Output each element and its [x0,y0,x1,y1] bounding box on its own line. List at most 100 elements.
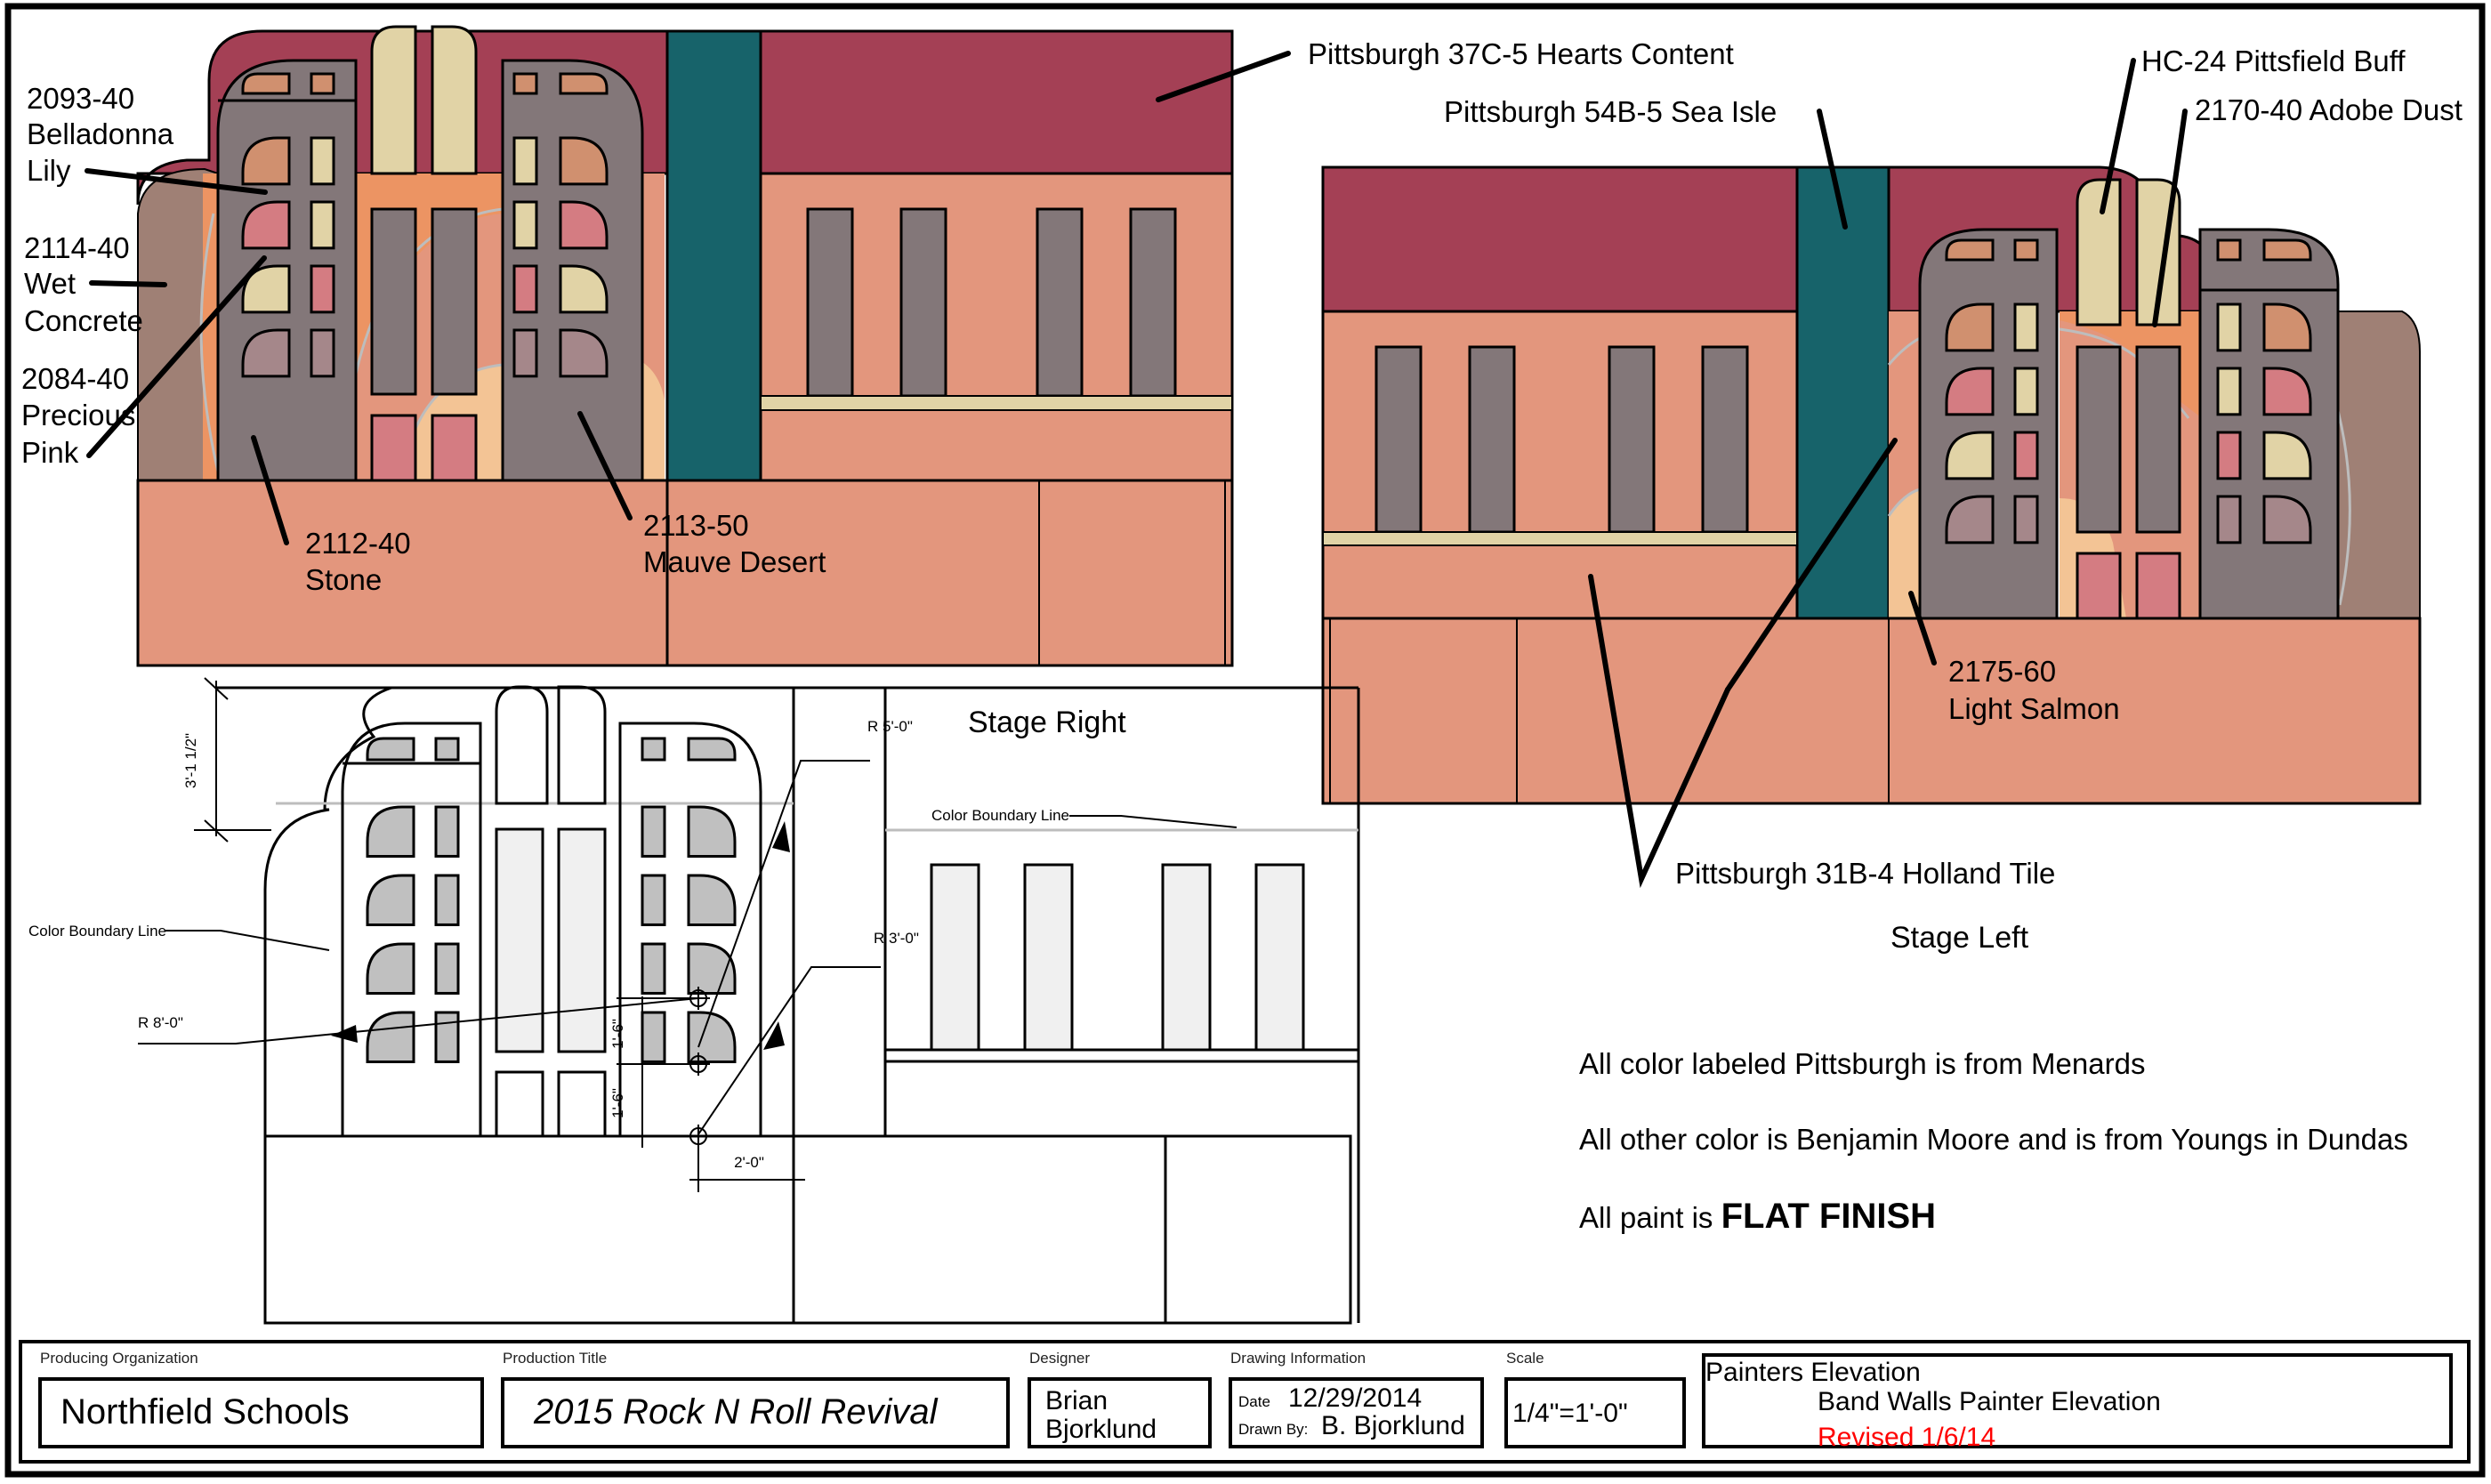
arched-window [366,805,415,858]
color-callouts: 2093-40 Belladonna Lily 2114-40 Wet Conc… [21,37,2463,890]
radius-leader [697,966,881,1135]
label-wet-concrete-code: 2114-40 [24,231,130,264]
sheet-type: Painters Elevation [1705,1358,1921,1387]
note-menards: All color labeled Pittsburgh is from Men… [1579,1047,2145,1080]
leader-line [1817,109,1848,230]
dimension-tick [204,819,229,843]
narrow-window [310,264,335,314]
designer-first-name: Brian [1045,1386,1108,1415]
scale-header: Scale [1506,1350,1544,1367]
narrow-window [2216,367,2242,416]
precious-pink-panel [431,414,478,482]
color-boundary-label: Color Boundary Line [931,807,1069,824]
stone-window [1608,345,1656,534]
stone-window [899,207,947,398]
narrow-window [512,200,538,250]
arched-window [2262,431,2312,480]
dimension-label: 1'-6" [609,1088,626,1118]
title-field [501,1377,1010,1448]
label-light-salmon-code: 2175-60 [1948,655,2056,688]
arched-window [2262,302,2312,352]
leader-line [2100,58,2136,214]
narrow-window [434,805,460,858]
narrow-window [310,200,335,250]
drafting-arch [557,685,607,805]
drafting-window [1023,863,1074,1052]
leader-line [1588,574,1730,889]
leader-line [2152,109,2188,327]
narrow-window [310,328,335,378]
arched-window [559,136,609,186]
stone-panel [2076,345,2122,534]
sea-isle-column [665,29,762,482]
narrow-window [2216,495,2242,544]
drawn-by-label: Drawn By: [1238,1421,1308,1438]
label-mauve-desert-code: 2113-50 [643,509,749,542]
drafting-elevation: 3'-1 1/2" 1'-6" 1'-6" 2'-0" R 8'-0" R 5'… [28,677,2029,1325]
precious-pink-panel [2135,552,2181,620]
drawing-info-field [1229,1377,1484,1448]
wet-concrete-area [137,167,219,481]
dimension-height-label: 3'-1 1/2" [182,733,199,788]
stage-left-color-elevation [1321,165,2422,805]
label-holland-tile: Pittsburgh 31B-4 Holland Tile [1675,857,2055,890]
radius-leader [697,760,870,1048]
pittsfield-buff-arch [2076,178,2122,327]
drafting-panel [557,1070,607,1138]
sheet-title-field [1702,1353,2453,1448]
sea-isle-column [1795,165,1890,620]
narrow-window [2216,302,2242,352]
org-header: Producing Organization [40,1350,198,1367]
pittsfield-buff-arch [370,25,417,175]
narrow-window [641,805,666,858]
wet-concrete-area [2337,311,2421,619]
label-light-salmon-name: Light Salmon [1948,692,2120,725]
arched-window [241,72,291,95]
arched-window [687,874,737,926]
stage-left-label: Stage Left [1890,921,2029,955]
arched-window [2262,238,2312,262]
arched-window [1945,302,1995,352]
arched-window [559,264,609,314]
narrow-window [641,737,666,762]
stone-window [1036,207,1084,398]
label-precious-pink-code: 2084-40 [21,362,129,395]
leader-line [1725,438,1898,692]
arrowhead-icon [763,1021,785,1050]
arched-window [687,1011,737,1063]
date-value: 12/29/2014 [1288,1383,1422,1413]
light-salmon-area [1889,489,1920,618]
leader-line [86,255,267,458]
stage-right-color-elevation [136,25,1234,667]
dimension-tick [204,677,229,700]
arrowhead-icon [331,1025,358,1043]
pittsfield-buff-arch [431,25,478,175]
label-stone-name: Stone [305,563,382,596]
drawn-by-value: B. Bjorklund [1321,1411,1465,1440]
title-block: Producing Organization Northfield School… [19,1340,2471,1464]
arched-window [241,200,291,250]
drafting-tower-right [618,722,762,1136]
label-adobe-dust: 2170-40 Adobe Dust [2195,93,2463,126]
narrow-window [2013,431,2039,480]
arched-window [559,328,609,378]
narrow-window [641,1011,666,1063]
leader-line [251,435,289,545]
stage-right-label: Stage Right [968,706,1126,739]
radius-label: R 5'-0" [867,718,913,735]
arched-window [1945,495,1995,544]
radius-label: R 8'-0" [138,1014,183,1031]
arched-window [559,200,609,250]
scale-value: 1/4"=1'-0" [1512,1399,1628,1428]
title-block-frame [19,1340,2471,1464]
leader-line [577,411,633,520]
label-wet-concrete-name: Concrete [24,304,143,337]
narrow-window [2216,431,2242,480]
arched-window [2262,495,2312,544]
drafting-window [1254,863,1305,1052]
color-boundary-leader [1069,815,1237,828]
leader-line [89,280,167,287]
narrow-window [512,136,538,186]
label-belladonna-name: Lily [27,154,71,187]
scale-field [1504,1377,1686,1448]
